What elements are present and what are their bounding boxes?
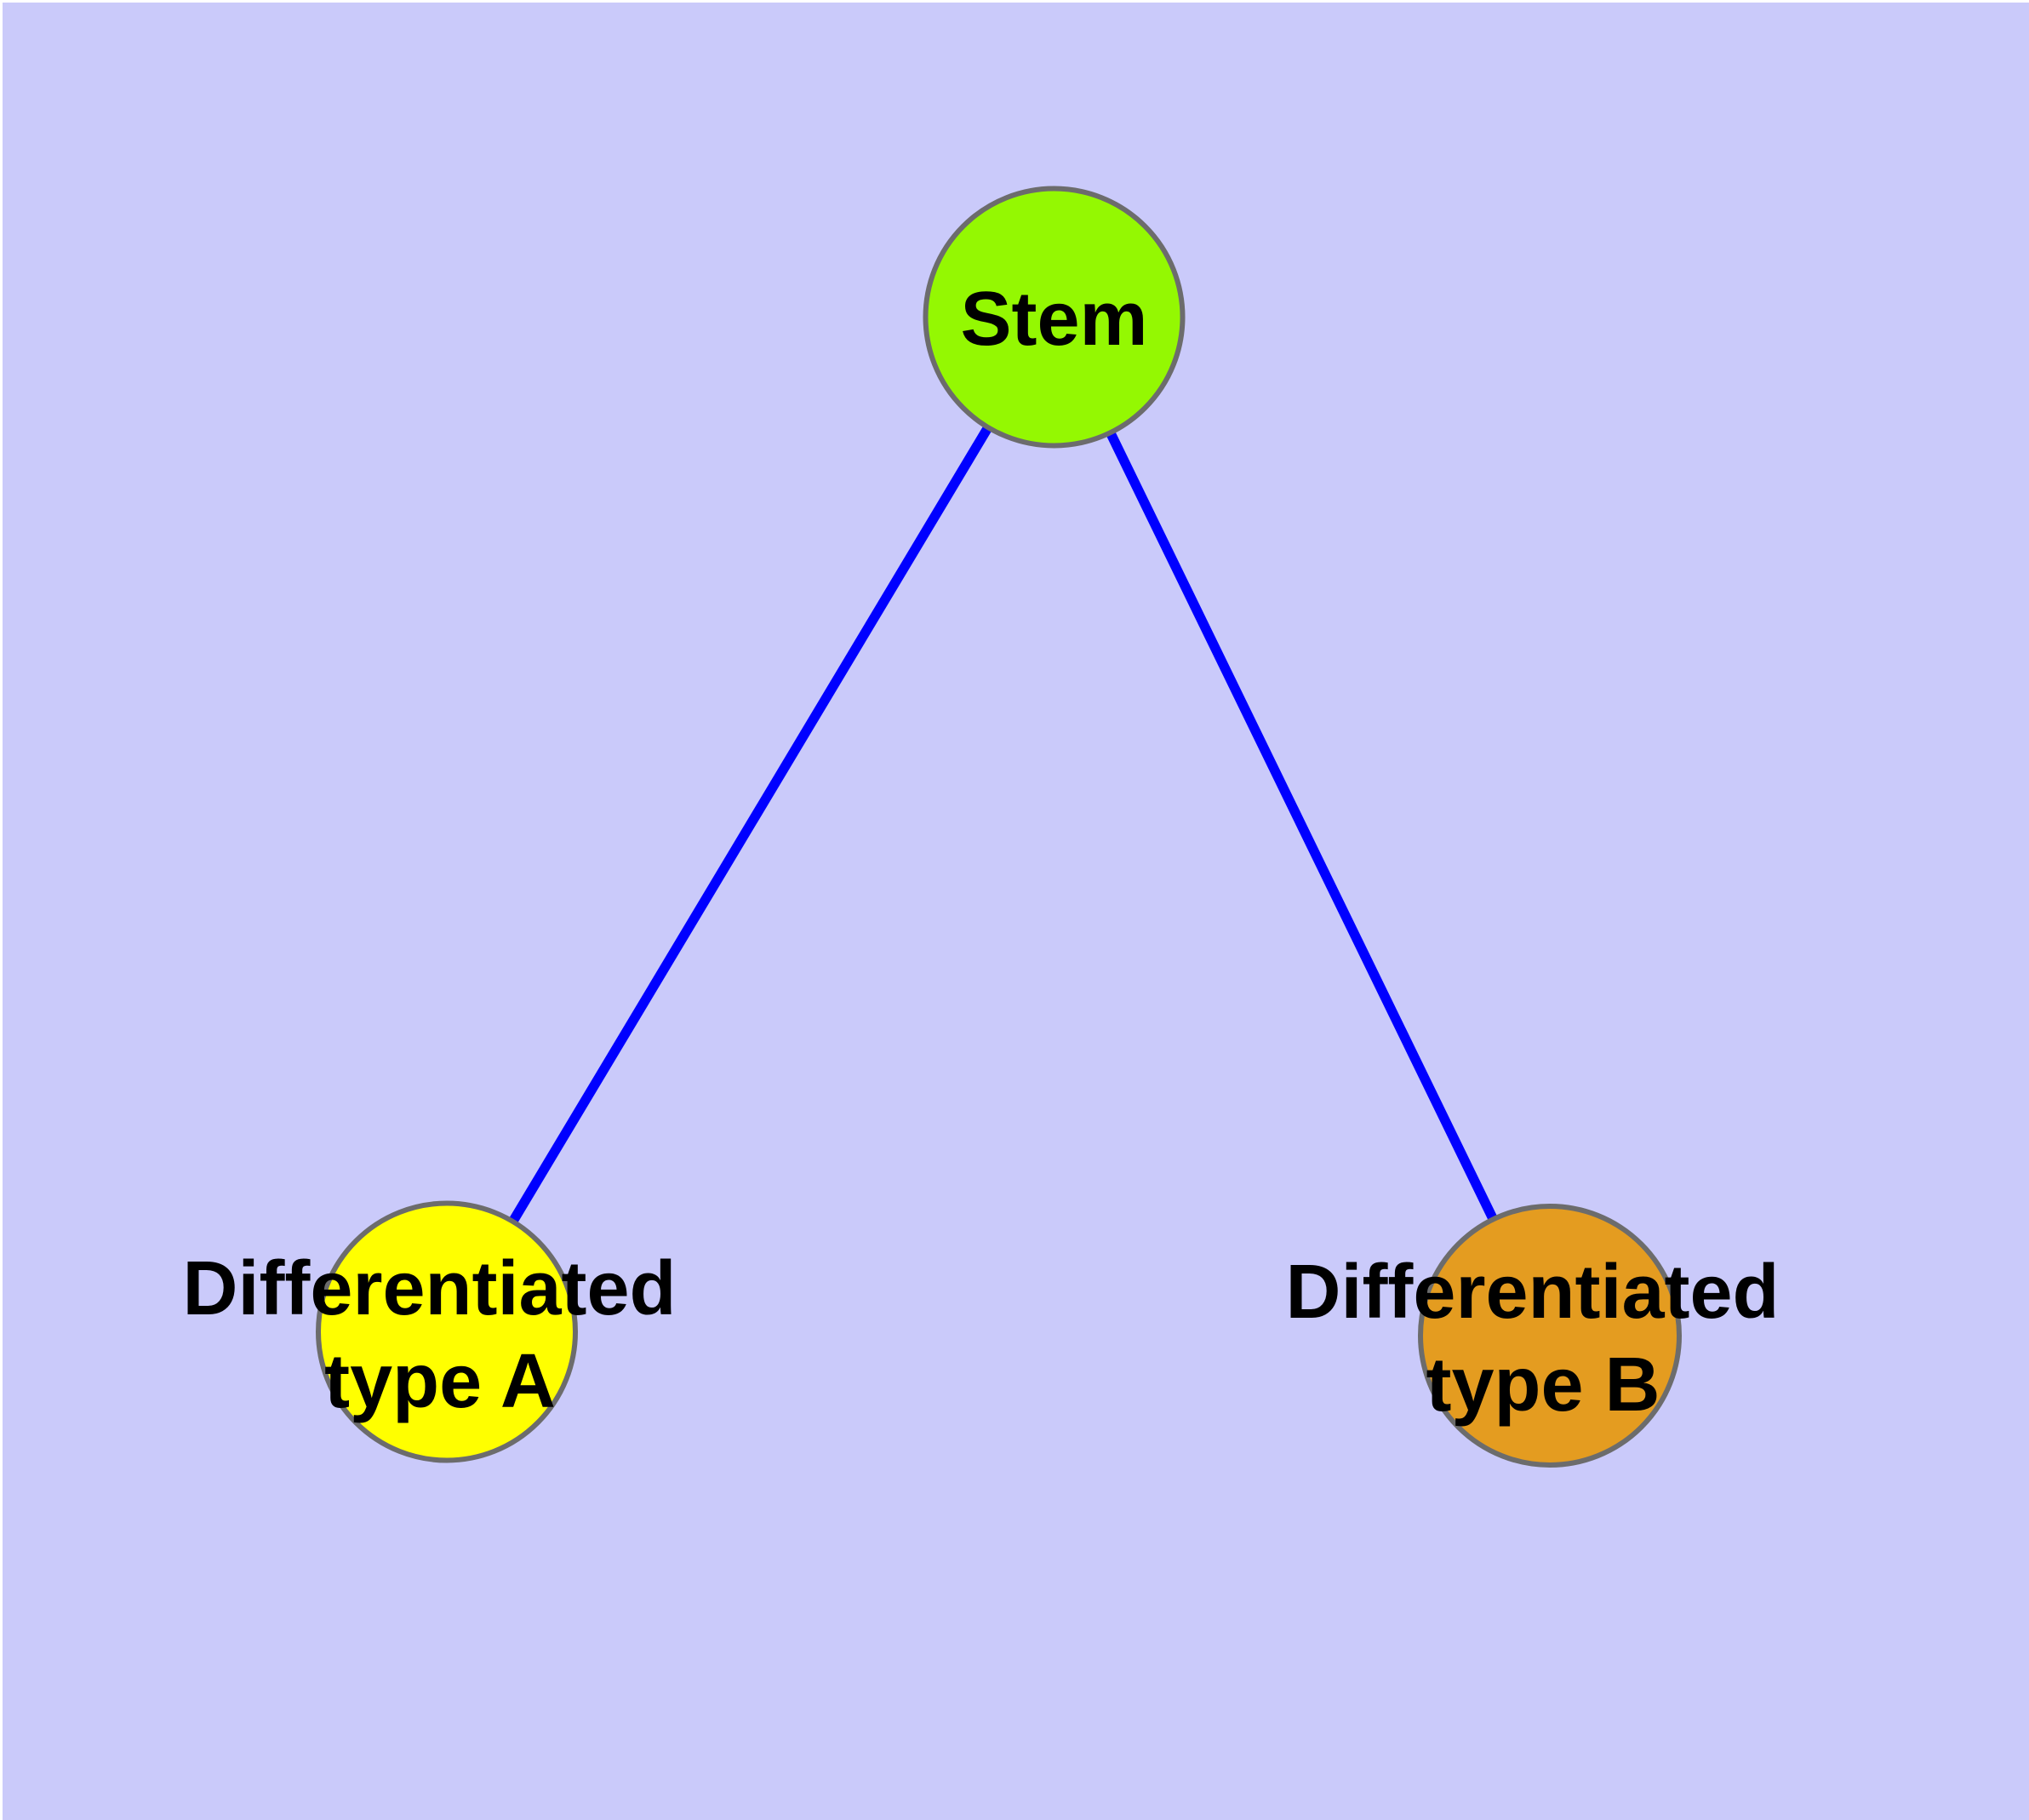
edge-layer xyxy=(443,314,1555,1338)
node-type-a-label: Differentiated type A xyxy=(182,1246,697,1424)
node-stem-label: Stem xyxy=(960,277,1147,362)
node-type-a: Differentiated type A xyxy=(182,1200,697,1463)
node-stem: Stem xyxy=(923,186,1186,449)
node-type-b: Differentiated type B xyxy=(1285,1204,1800,1468)
node-type-b-label-line2: type B xyxy=(1426,1342,1660,1428)
node-stem-circle xyxy=(923,186,1186,449)
node-type-b-label-line1: Differentiated xyxy=(1285,1250,1779,1335)
node-type-b-circle xyxy=(1418,1204,1682,1468)
node-type-b-label: Differentiated type B xyxy=(1285,1250,1800,1428)
node-type-a-label-line2: type A xyxy=(324,1339,556,1424)
node-type-a-label-line1: Differentiated xyxy=(182,1246,676,1331)
edge-stem-to-type-a xyxy=(443,314,1059,1335)
node-type-a-circle xyxy=(316,1200,578,1463)
edge-stem-to-type-b xyxy=(1049,314,1555,1338)
